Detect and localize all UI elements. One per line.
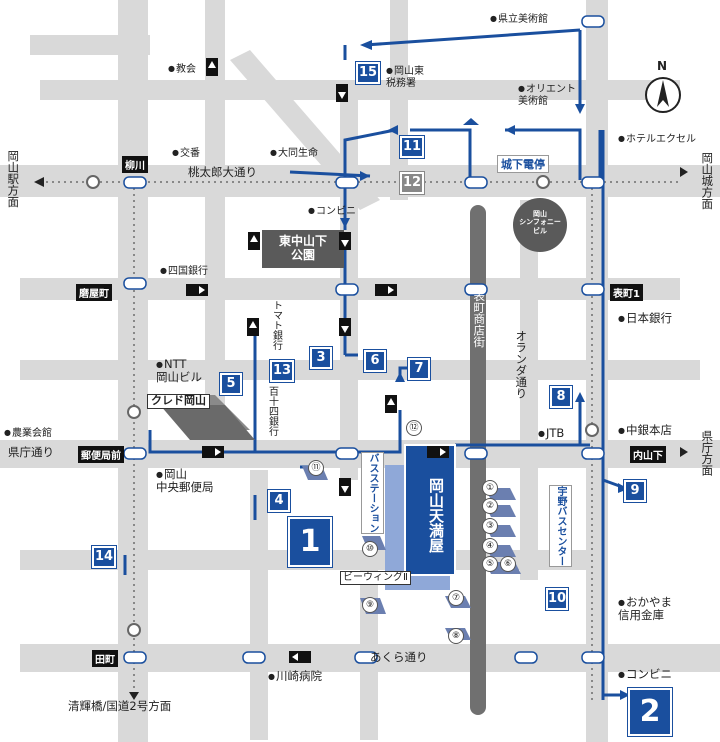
route-lines bbox=[123, 28, 626, 700]
stop-jokashita: 城下電停 bbox=[497, 155, 549, 173]
parking-1: 1 bbox=[287, 516, 333, 568]
route-15 bbox=[364, 28, 581, 47]
omotecho-arcade bbox=[470, 205, 486, 715]
road-omotecho-label: 表町商店街 bbox=[472, 290, 487, 348]
parking-9: 9 bbox=[623, 479, 647, 503]
poi-jtb: JTB bbox=[538, 426, 564, 440]
arrow-south bbox=[129, 692, 139, 700]
one-way-signs bbox=[186, 58, 449, 663]
tram-lines bbox=[40, 181, 680, 700]
shop-9: ⑨ bbox=[362, 597, 378, 613]
one-way-arrows bbox=[199, 61, 446, 661]
intersection-yubinkyokumae: 郵便局前 bbox=[78, 446, 124, 463]
intersection-togiyacho: 磨屋町 bbox=[76, 284, 112, 301]
poi-koban: 交番 bbox=[172, 148, 200, 160]
shop-8: ⑧ bbox=[448, 628, 464, 644]
intersection-uchisange: 内山下 bbox=[630, 446, 666, 463]
shop-12: ⑫ bbox=[406, 420, 422, 436]
building-higashi-park bbox=[262, 230, 344, 268]
poi-central-post: 岡山 中央郵便局 bbox=[156, 467, 214, 494]
label-symphony: 岡山 シンフォニー ビル bbox=[519, 210, 561, 235]
parking-6: 6 bbox=[363, 349, 387, 373]
poi-tax-office: 岡山東 税務署 bbox=[386, 66, 424, 89]
road-momotaro-label: 桃太郎大通り bbox=[188, 165, 257, 179]
poi-convenience-2: コンビニ bbox=[618, 667, 672, 681]
road-sw bbox=[250, 470, 268, 740]
north-arrow bbox=[645, 77, 681, 113]
poi-kawasaki: 川崎病院 bbox=[268, 669, 322, 683]
shop-10: ⑩ bbox=[362, 541, 378, 557]
label-higashi-park: 東中山下 公園 bbox=[278, 234, 327, 263]
shop-6: ⑥ bbox=[500, 556, 516, 572]
road-kencho-label: 県庁通り bbox=[8, 445, 54, 459]
poi-shikoku-bank: 四国銀行 bbox=[160, 266, 208, 278]
poi-ntt: NTT 岡山ビル bbox=[156, 357, 202, 384]
label-pwing: ビーウィングⅡ bbox=[340, 571, 411, 585]
poi-hotel-excel: ホテルエクセル bbox=[618, 134, 696, 146]
parking-2: 2 bbox=[627, 687, 673, 737]
building-symphony bbox=[513, 198, 567, 252]
road-diagonal bbox=[230, 50, 380, 210]
label-tenmaya: 岡山天満屋 bbox=[427, 478, 445, 553]
parking-14: 14 bbox=[91, 545, 117, 569]
poi-convenience-1: コンビニ bbox=[308, 206, 356, 218]
poi-church: 教会 bbox=[168, 64, 196, 76]
poi-hyakujushi-bank: 百十四銀行 bbox=[266, 386, 278, 436]
road-east bbox=[586, 0, 608, 742]
landmark-circles bbox=[86, 175, 599, 637]
poi-nogyo: 農業会館 bbox=[4, 428, 52, 440]
parking-5: 5 bbox=[219, 372, 243, 396]
parking-10: 10 bbox=[545, 587, 569, 611]
dir-kiyoteru: 清輝橋/国道2号方面 bbox=[68, 699, 172, 713]
parking-12: 12 bbox=[399, 171, 425, 195]
poi-nihon-bank: 日本銀行 bbox=[618, 311, 672, 325]
stop-bus-station: バスステーション bbox=[361, 452, 384, 534]
parking-11: 11 bbox=[399, 135, 425, 159]
shop-1: ① bbox=[482, 480, 498, 496]
poi-chugin: 中銀本店 bbox=[618, 423, 672, 437]
shop-7: ⑦ bbox=[448, 590, 464, 606]
parking-3: 3 bbox=[309, 346, 333, 370]
north-label: N bbox=[657, 59, 668, 73]
parking-13: 13 bbox=[269, 359, 295, 383]
arrow-east-kencho bbox=[680, 447, 688, 457]
arrow-east-top bbox=[680, 167, 688, 177]
road-akura-label: あくら通り bbox=[370, 650, 428, 664]
parking-15: 15 bbox=[355, 61, 381, 85]
intersection-denmachi: 田町 bbox=[92, 650, 118, 667]
poi-tomato-bank: トマト銀行 bbox=[270, 300, 282, 350]
poi-orient: オリエント 美術館 bbox=[518, 84, 576, 107]
poi-daido-life: 大同生命 bbox=[270, 148, 318, 160]
road-yanagawa bbox=[118, 0, 148, 742]
label-credo: クレド岡山 bbox=[147, 394, 210, 409]
shop-3: ③ bbox=[482, 518, 498, 534]
building-tenmaya bbox=[385, 444, 456, 590]
road-oranda bbox=[520, 200, 538, 580]
stop-uno-bus: 宇野バスセンター bbox=[549, 485, 572, 567]
shop-4: ④ bbox=[482, 538, 498, 554]
parking-7: 7 bbox=[407, 357, 431, 381]
arrow-15 bbox=[360, 40, 372, 50]
intersection-yanagawa: 柳川 bbox=[122, 156, 148, 173]
intersection-omotecho1: 表町1 bbox=[610, 284, 643, 301]
road-west-mid bbox=[205, 0, 225, 440]
shop-2: ② bbox=[482, 498, 498, 514]
parking-8: 8 bbox=[549, 385, 573, 409]
road-north-mid bbox=[390, 0, 408, 200]
dir-prefecture: 県庁方面 bbox=[700, 430, 715, 476]
road-oranda-label: オランダ通り bbox=[514, 330, 529, 399]
dir-okayama-castle: 岡山城方面 bbox=[700, 152, 715, 210]
shop-11: ⑪ bbox=[308, 460, 324, 476]
poi-okayama-shinkin: おかやま 信用金庫 bbox=[618, 595, 672, 622]
stop-markers bbox=[123, 15, 605, 664]
dir-okayama-station: 岡山駅方面 bbox=[6, 150, 21, 208]
poi-art-museum: 県立美術館 bbox=[490, 14, 548, 26]
parking-4: 4 bbox=[267, 489, 291, 513]
arrow-west bbox=[34, 177, 44, 187]
shop-5: ⑤ bbox=[482, 556, 498, 572]
